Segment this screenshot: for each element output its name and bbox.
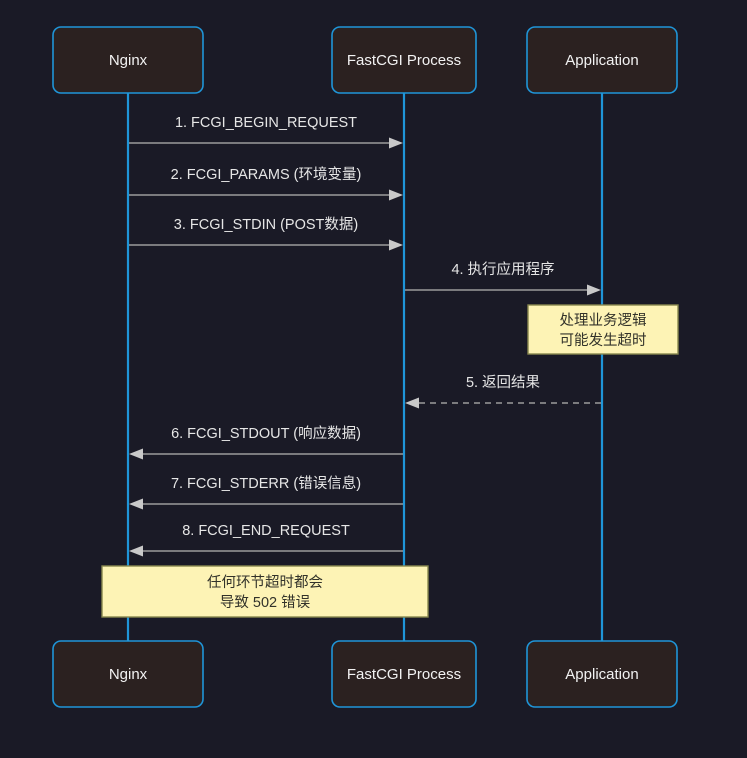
message-label: 2. FCGI_PARAMS (环境变量)	[171, 165, 362, 183]
actor-box[interactable]	[331, 640, 477, 708]
note-line: 导致 502 错误	[220, 594, 311, 611]
arrowhead-right-icon	[389, 137, 403, 149]
message-label: 7. FCGI_STDERR (错误信息)	[171, 475, 361, 492]
actor-label: Application	[565, 666, 638, 683]
message-4: 4. 执行应用程序	[405, 260, 601, 296]
actor-header-fastcgi[interactable]: FastCGI Process	[331, 26, 477, 94]
arrowhead-left-icon	[129, 498, 143, 510]
message-label: 6. FCGI_STDOUT (响应数据)	[171, 424, 361, 442]
note-processing: 处理业务逻辑 可能发生超时	[527, 304, 679, 355]
actor-footer-application[interactable]: Application	[526, 640, 678, 708]
message-label: 4. 执行应用程序	[451, 260, 554, 278]
message-5: 5. 返回结果	[405, 374, 601, 409]
actor-footer-fastcgi[interactable]: FastCGI Process	[331, 640, 477, 708]
note-timeout-502: 任何环节超时都会 导致 502 错误	[101, 565, 429, 618]
note-line: 处理业务逻辑	[560, 312, 647, 329]
actor-box[interactable]	[331, 26, 477, 94]
message-label: 8. FCGI_END_REQUEST	[182, 523, 350, 539]
message-label: 3. FCGI_STDIN (POST数据)	[174, 216, 359, 233]
actor-label: FastCGI Process	[347, 52, 461, 69]
note-line: 任何环节超时都会	[207, 574, 323, 591]
arrowhead-left-icon	[405, 397, 419, 409]
message-3: 3. FCGI_STDIN (POST数据)	[129, 216, 403, 251]
arrowhead-right-icon	[389, 189, 403, 201]
actor-label: Nginx	[109, 666, 148, 683]
arrowhead-left-icon	[129, 448, 143, 460]
actor-label: Application	[565, 52, 638, 69]
lifelines	[126, 93, 604, 645]
note-line: 可能发生超时	[560, 332, 647, 349]
note-box	[101, 565, 429, 618]
actor-footer-nginx[interactable]: Nginx	[52, 640, 204, 708]
actor-box[interactable]	[526, 640, 678, 708]
message-label: 5. 返回结果	[466, 374, 540, 391]
message-8: 8. FCGI_END_REQUEST	[129, 523, 403, 557]
actor-header-application[interactable]: Application	[526, 26, 678, 94]
actor-box[interactable]	[52, 26, 204, 94]
note-box	[527, 304, 679, 355]
actor-header-nginx[interactable]: Nginx	[52, 26, 204, 94]
arrowhead-right-icon	[389, 239, 403, 251]
message-6: 6. FCGI_STDOUT (响应数据)	[129, 424, 403, 460]
message-label: 1. FCGI_BEGIN_REQUEST	[175, 115, 357, 131]
arrowhead-right-icon	[587, 284, 601, 296]
message-2: 2. FCGI_PARAMS (环境变量)	[129, 165, 403, 201]
actor-box[interactable]	[52, 640, 204, 708]
actor-label: Nginx	[109, 52, 148, 69]
actor-box[interactable]	[526, 26, 678, 94]
arrowhead-left-icon	[129, 545, 143, 557]
message-1: 1. FCGI_BEGIN_REQUEST	[129, 115, 403, 149]
message-7: 7. FCGI_STDERR (错误信息)	[129, 475, 403, 510]
actor-label: FastCGI Process	[347, 666, 461, 683]
